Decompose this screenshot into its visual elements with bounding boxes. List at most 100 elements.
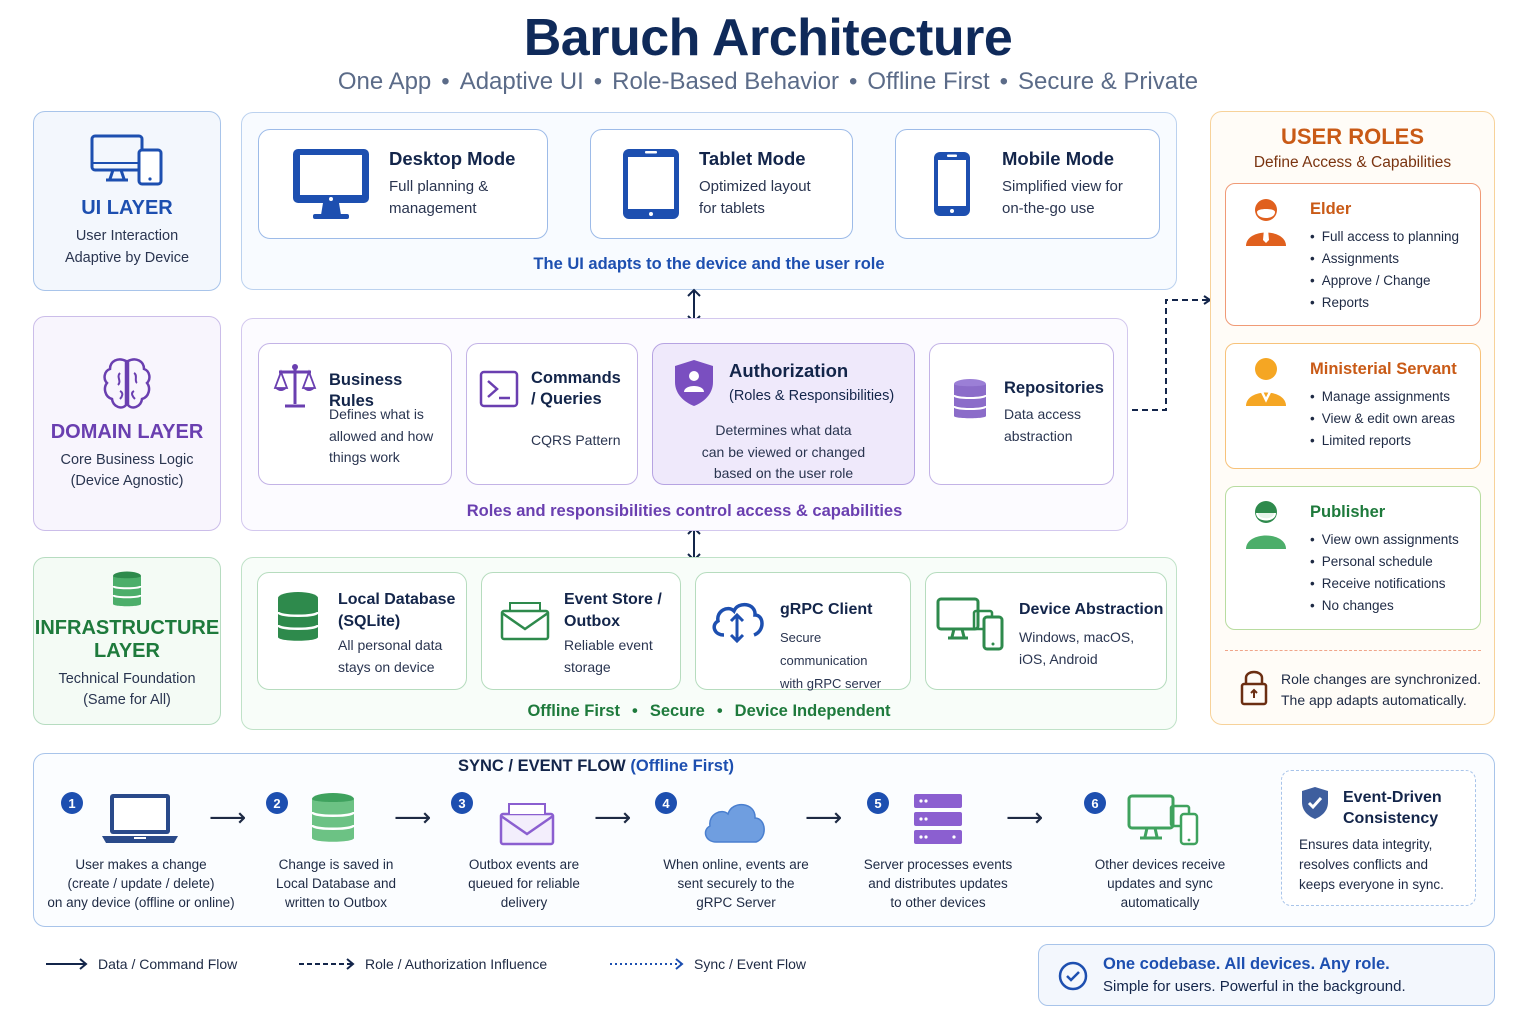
tablet-icon — [623, 149, 679, 219]
step-number: 1 — [61, 792, 83, 814]
legend-dotted: Sync / Event Flow — [608, 956, 806, 972]
cloud-sync-icon — [712, 602, 764, 644]
layer-name: DOMAIN LAYER — [50, 420, 204, 443]
ui-caption: The UI adapts to the device and the user… — [533, 255, 885, 273]
tagline-item: Secure & Private — [1018, 68, 1199, 95]
tagline-item: Adaptive UI — [459, 68, 584, 95]
card-title: Desktop Mode — [389, 148, 516, 170]
commands-queries-card[interactable]: Commands/ Queries CQRS Pattern — [466, 343, 638, 485]
card-title: Commands/ Queries — [531, 369, 621, 409]
terminal-icon — [479, 370, 519, 408]
step-number: 6 — [1084, 792, 1106, 814]
card-title: Event Store /Outbox — [564, 591, 662, 630]
database-icon — [953, 379, 987, 419]
summary-banner: One codebase. All devices. Any role. Sim… — [1038, 944, 1495, 1006]
role-capabilities: View own assignments Personal schedule R… — [1310, 529, 1459, 617]
step-number: 5 — [867, 792, 889, 814]
database-icon — [310, 793, 356, 842]
step-number: 4 — [655, 792, 677, 814]
server-icon — [914, 794, 962, 844]
envelope-icon — [499, 803, 555, 846]
elder-icon — [1246, 199, 1286, 246]
role-capabilities: Manage assignments View & edit own areas… — [1310, 386, 1455, 452]
infrastructure-caption: Offline First•Secure•Device Independent — [527, 702, 891, 720]
sync-title: SYNC / EVENT FLOW (Offline First) — [458, 757, 734, 775]
envelope-icon — [500, 602, 550, 641]
tagline-item: One App — [337, 68, 432, 95]
flow-arrow: ⟶ — [209, 802, 247, 832]
banner-subtext: Simple for users. Powerful in the backgr… — [1103, 978, 1406, 995]
ministerial-servant-icon — [1246, 358, 1286, 406]
step-number: 3 — [451, 792, 473, 814]
step-text: User makes a change(create / update / de… — [47, 857, 235, 910]
roles-title: USER ROLES — [1280, 124, 1425, 149]
banner-headline: One codebase. All devices. Any role. — [1103, 955, 1390, 973]
database-icon — [276, 592, 320, 641]
cloud-icon — [704, 804, 765, 843]
layer-name: UI LAYER — [81, 197, 173, 220]
card-title: gRPC Client — [780, 601, 873, 618]
card-title: Local Database(SQLite) — [338, 591, 456, 630]
tagline-item: Role-Based Behavior — [612, 68, 839, 95]
brain-icon — [103, 358, 151, 409]
role-name: Ministerial Servant — [1310, 360, 1457, 378]
card-title: Repositories — [1004, 379, 1104, 397]
infrastructure-layer-panel: Local Database(SQLite) All personal data… — [241, 557, 1177, 730]
check-circle-icon — [1058, 961, 1088, 991]
laptop-icon — [102, 794, 178, 843]
dotted-arrow-icon — [610, 958, 684, 970]
card-title: Mobile Mode — [1002, 148, 1115, 170]
ui-layer-panel: Desktop Mode Full planning &management T… — [241, 112, 1177, 290]
flow-arrow: ⟶ — [394, 802, 432, 832]
card-desc: CQRS Pattern — [531, 432, 621, 448]
role-name: Elder — [1310, 200, 1352, 218]
card-desc: Windows, macOS,iOS, Android — [1019, 629, 1135, 667]
shield-user-icon — [675, 360, 713, 406]
card-desc: Full planning &management — [389, 178, 489, 217]
scales-icon — [273, 364, 317, 408]
legend-dashed: Role / Authorization Influence — [297, 956, 547, 972]
card-title: Business Rules — [329, 371, 403, 411]
devices-icon — [1127, 794, 1199, 846]
device-abstraction-card[interactable]: Device Abstraction Windows, macOS,iOS, A… — [925, 572, 1167, 690]
local-database-card[interactable]: Local Database(SQLite) All personal data… — [257, 572, 467, 690]
card-title: Device Abstraction — [1019, 601, 1164, 618]
devices-icon — [90, 134, 163, 186]
role-publisher[interactable]: Publisher View own assignments Personal … — [1225, 486, 1481, 630]
page-title: Baruch Architecture — [523, 9, 1013, 67]
domain-caption: Roles and responsibilities control acces… — [466, 502, 903, 520]
card-subtitle: (Roles & Responsibilities) — [729, 388, 895, 404]
role-name: Publisher — [1310, 503, 1386, 521]
authorization-card[interactable]: Authorization (Roles & Responsibilities)… — [652, 343, 915, 485]
desktop-mode-card[interactable]: Desktop Mode Full planning &management — [258, 129, 548, 239]
database-icon — [112, 571, 142, 607]
role-ministerial-servant[interactable]: Ministerial Servant Manage assignments V… — [1225, 343, 1481, 469]
role-elder[interactable]: Elder Full access to planning Assignment… — [1225, 183, 1481, 326]
solid-arrow-icon — [46, 958, 88, 970]
devices-icon — [936, 597, 1004, 651]
step-number: 2 — [266, 792, 288, 814]
legend-solid: Data / Command Flow — [44, 956, 237, 972]
